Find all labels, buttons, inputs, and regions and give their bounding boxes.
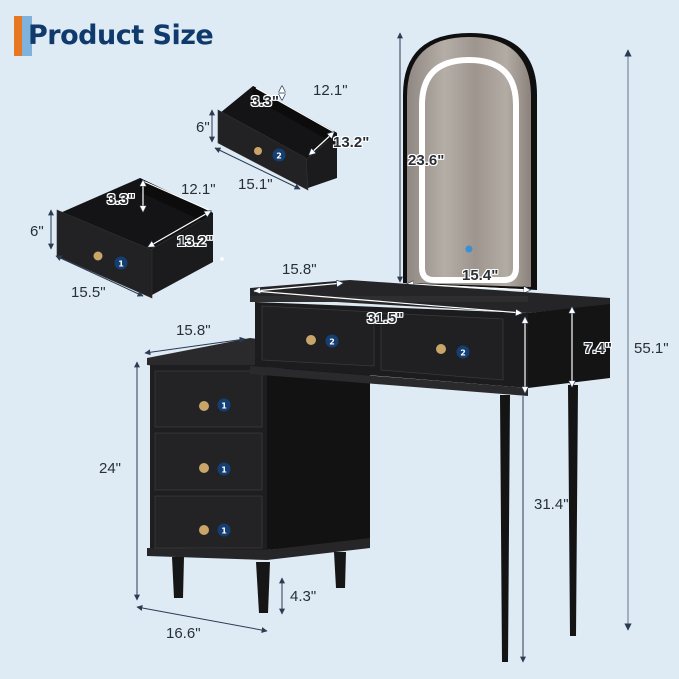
mirror-height-label: 23.6" [408, 152, 445, 169]
vanity-table-illustration [250, 49, 632, 663]
cabinet-drawer-badge-1: 1 [221, 402, 227, 411]
drawer-2-front-height-label: 6" [196, 119, 210, 136]
cabinet-height-label: 24" [99, 460, 122, 477]
table-drawer-badge-right: 2 [460, 349, 466, 358]
drawer-1-front-width-label: 15.5" [71, 284, 106, 301]
cabinet-leg-height-label: 4.3" [290, 588, 317, 605]
total-height-label: 55.1" [634, 340, 669, 357]
drawer-2-inner-width-label: 12.1" [313, 82, 348, 99]
table-drawer-badge-left: 2 [329, 338, 335, 347]
drawer-2-badge: 2 [276, 152, 282, 161]
table-drawer-height-label: 7.4" [584, 340, 612, 357]
drawer-1-inner-length-label: 13.2" [177, 233, 214, 250]
cabinet-depth-label: 15.8" [176, 322, 211, 339]
drawer-1-front-height-label: 6" [30, 223, 44, 240]
drawer-1-inner-width-label: 12.1" [181, 181, 216, 198]
mirror-illustration [397, 32, 537, 290]
title-accent-orange [14, 16, 22, 56]
drawer-2-front-width-label: 15.1" [238, 176, 273, 193]
drawer-1-badge: 1 [118, 260, 124, 269]
table-leg-height-label: 31.4" [534, 496, 569, 513]
title-accent-blue [22, 16, 32, 56]
header: Product Size [14, 14, 214, 56]
cabinet-drawer-badge-3: 1 [221, 527, 227, 536]
drawer-2-illustration [209, 86, 337, 191]
table-width-label: 31.5" [367, 310, 404, 327]
cabinet-width-label: 16.6" [166, 625, 201, 642]
page-title: Product Size [28, 19, 214, 51]
drawer-2-inner-length-label: 13.2" [333, 134, 370, 151]
side-cabinet-illustration [134, 336, 370, 633]
drawer-2-inner-depth-label: 3.3" [251, 93, 279, 110]
mirror-width-label: 15.4" [462, 267, 499, 284]
cabinet-drawer-badge-2: 1 [221, 466, 227, 475]
table-depth-label: 15.8" [282, 261, 317, 278]
drawer-1-inner-depth-label: 3.3" [107, 191, 135, 208]
drawer-1-illustration [48, 178, 213, 299]
